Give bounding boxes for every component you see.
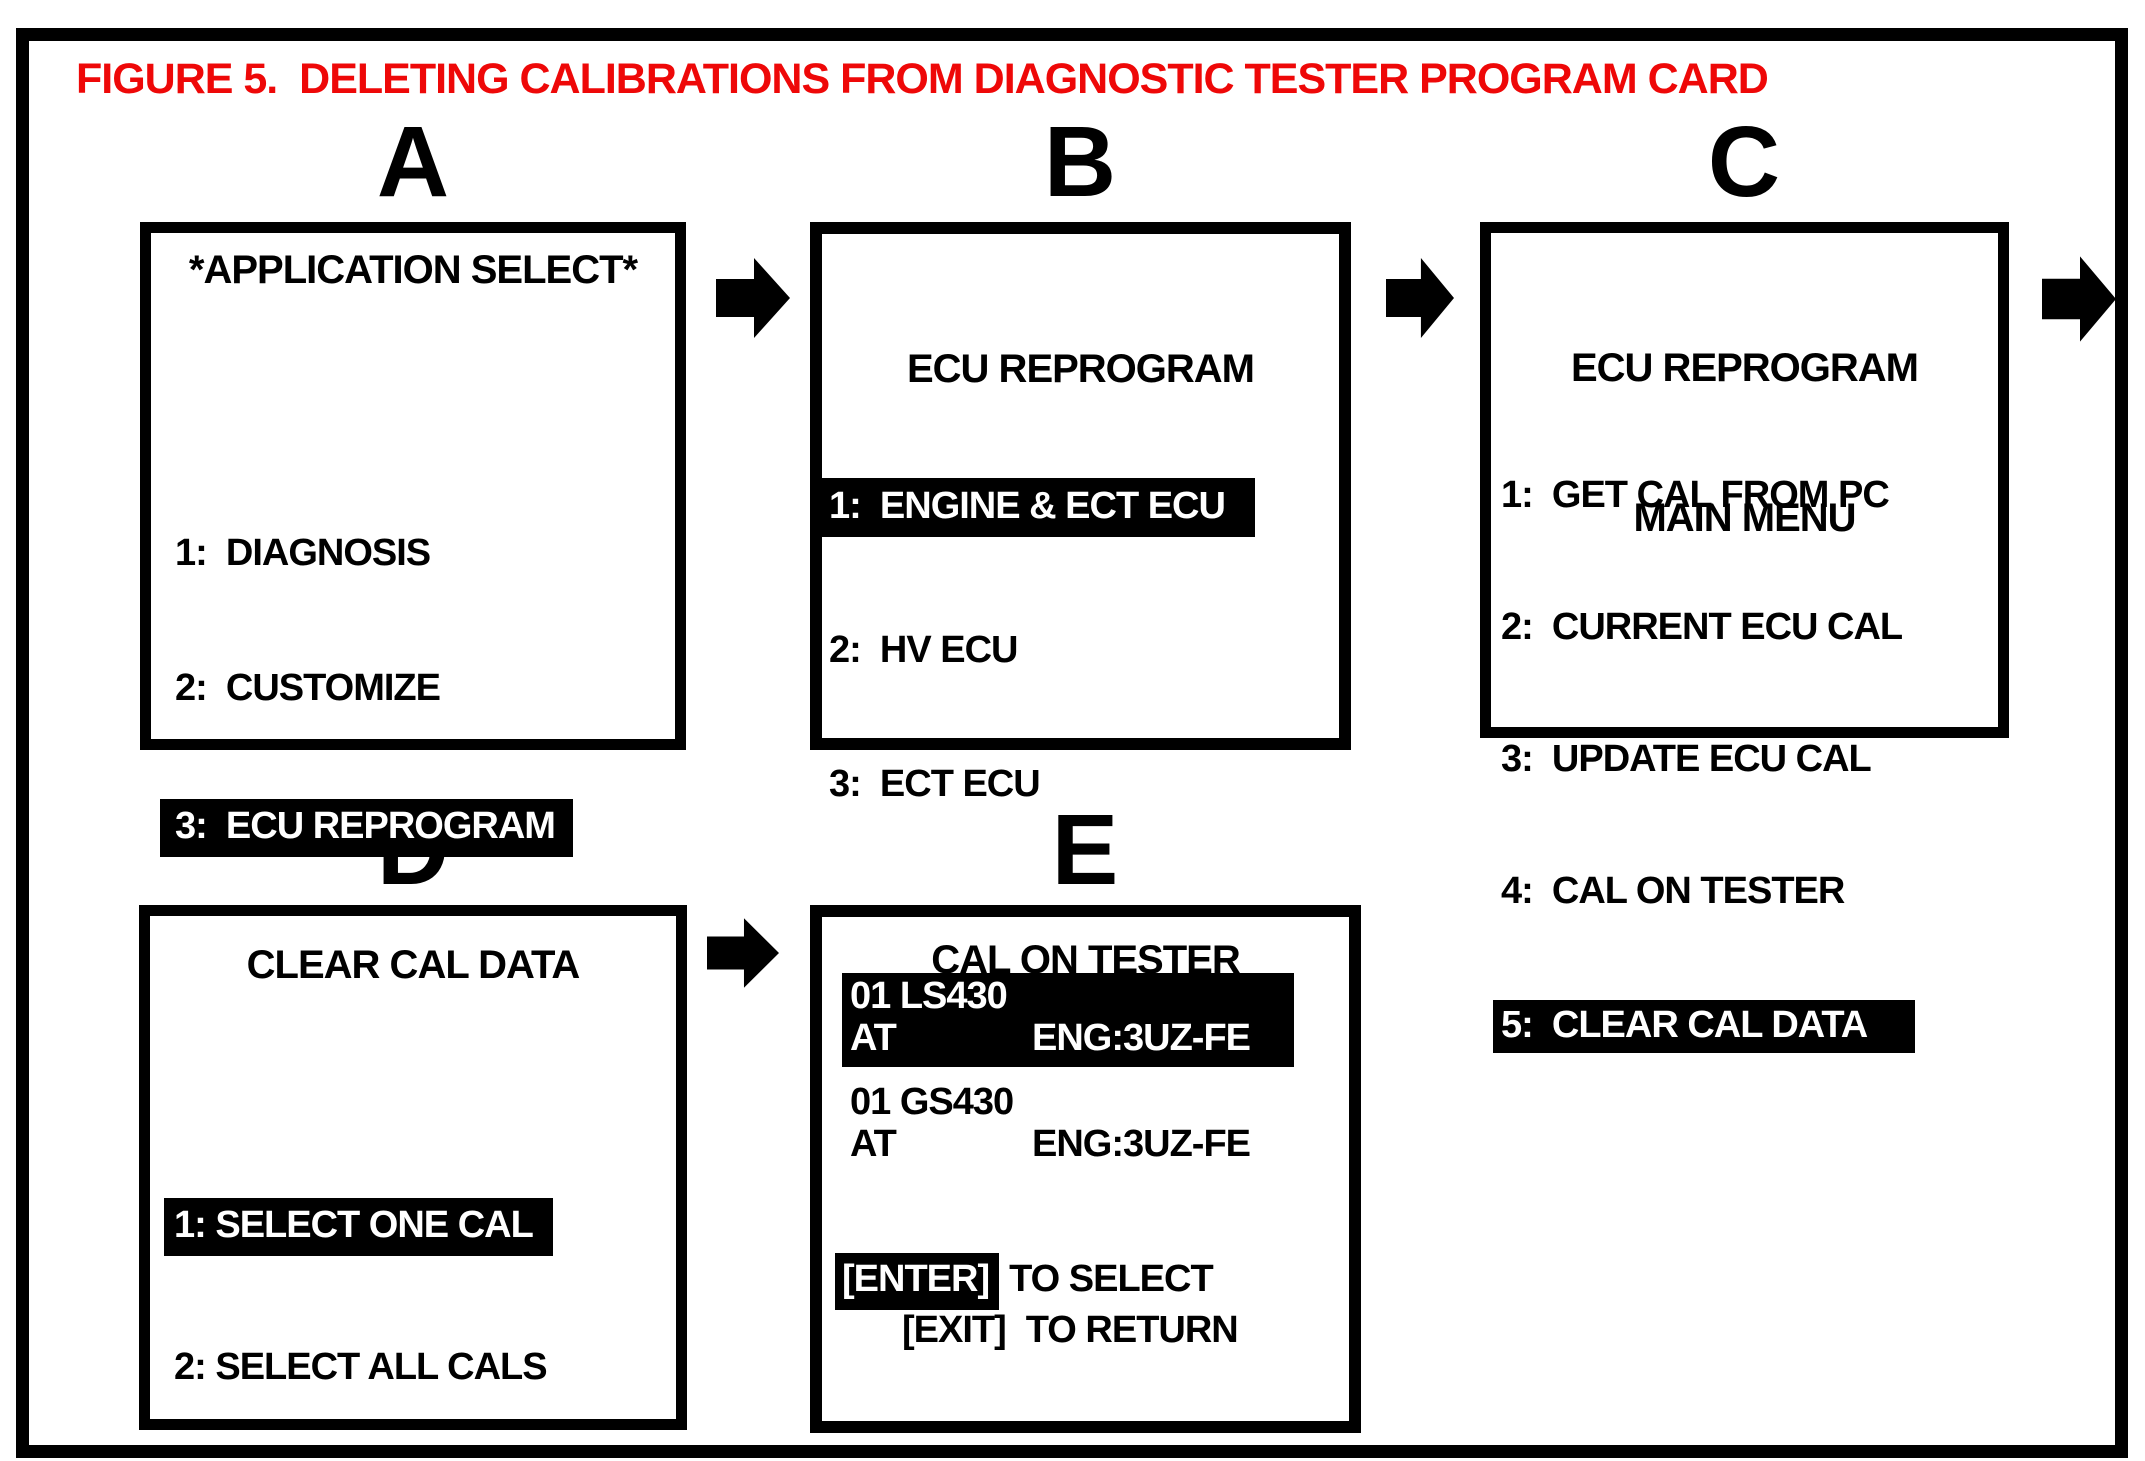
menu-item-ect-ecu: 3: ECT ECU <box>829 763 1041 805</box>
menu-item-diagnosis: 1: DIAGNOSIS <box>175 532 431 574</box>
arrow-b-to-c-icon <box>1386 252 1454 344</box>
screen-ecu-reprogram-menu: ECU REPROGRAM MENU 1: ENGINE & ECT ECU 2… <box>810 222 1351 805</box>
menu-item-cal-on-tester: 4: CAL ON TESTER <box>1501 870 1845 912</box>
footer-enter-hint: [ENTER]TO SELECT <box>835 1253 1238 1310</box>
cal-entry-gs430: 01 GS430 AT ENG:3UZ-FE <box>842 1079 1294 1173</box>
arrow-d-to-e-icon <box>707 913 779 993</box>
screen-d-title: CLEAR CAL DATA <box>246 943 581 987</box>
cal-entry-transmission: AT <box>850 1123 897 1165</box>
menu-item-select-all-cals: 2: SELECT ALL CALS <box>174 1346 548 1388</box>
arrow-a-to-b-icon <box>716 252 790 344</box>
screen-c-title: ECU REPROGRAM MAIN MENU <box>1491 243 1998 643</box>
exit-key-label: [EXIT] <box>902 1309 1007 1351</box>
menu-item-ecu-reprogram: 3: ECU REPROGRAM <box>160 799 573 857</box>
screen-d-menu: 1: SELECT ONE CAL 2: SELECT ALL CALS <box>164 1112 567 1461</box>
screen-c-menu: 1: GET CAL FROM PC 2: CURRENT ECU CAL 3:… <box>1493 386 1950 1139</box>
menu-item-get-cal-from-pc: 1: GET CAL FROM PC <box>1501 474 1890 516</box>
figure-caption: FIGURE 5. DELETING CALIBRATIONS FROM DIA… <box>76 55 1769 103</box>
menu-item-engine-ect-ecu: 1: ENGINE & ECT ECU <box>822 478 1255 540</box>
figure-border <box>16 28 2128 1458</box>
screen-application-select: *APPLICATION SELECT* 1: DIAGNOSIS 2: CUS… <box>140 222 686 857</box>
screen-e-footer: [ENTER]TO SELECT [EXIT]TO RETURN <box>835 1253 1239 1361</box>
screen-clear-cal-data: CLEAR CAL DATA 1: SELECT ONE CAL 2: SELE… <box>139 905 687 1430</box>
screen-b-title-line1: ECU REPROGRAM <box>906 347 1255 391</box>
cal-entry-ls430: 01 LS430 AT ENG:3UZ-FE <box>842 973 1294 1067</box>
cal-entry-transmission: AT <box>850 1017 897 1059</box>
screen-a-menu: 1: DIAGNOSIS 2: CUSTOMIZE 3: ECU REPROGR… <box>160 443 573 943</box>
cal-entry-model: 01 LS430 <box>850 975 1008 1017</box>
screen-c-title-line1: ECU REPROGRAM <box>1570 346 1919 390</box>
menu-item-customize: 2: CUSTOMIZE <box>175 667 441 709</box>
cal-entry-engine: ENG:3UZ-FE <box>1032 1123 1251 1165</box>
menu-item-update-ecu-cal: 3: UPDATE ECU CAL <box>1501 738 1872 780</box>
menu-item-clear-cal-data: 5: CLEAR CAL DATA <box>1493 1000 1950 1053</box>
step-label-e: E <box>1051 794 1119 906</box>
step-label-a: A <box>376 106 450 218</box>
menu-item-hv-ecu: 2: HV ECU <box>829 629 1018 671</box>
cal-list: 01 LS430 AT ENG:3UZ-FE 01 GS430 AT ENG:3… <box>842 973 1294 1173</box>
cal-entry-engine: ENG:3UZ-FE <box>1032 1017 1251 1059</box>
menu-item-current-ecu-cal: 2: CURRENT ECU CAL <box>1501 606 1903 648</box>
step-label-b: B <box>1043 106 1117 218</box>
screen-ecu-reprogram-main-menu: ECU REPROGRAM MAIN MENU 1: GET CAL FROM … <box>1480 222 2009 1053</box>
enter-key-label: [ENTER] <box>835 1253 1000 1310</box>
screen-b-menu: 1: ENGINE & ECT ECU 2: HV ECU 3: ECT ECU <box>822 392 1255 894</box>
screen-cal-on-tester: CAL ON TESTER 01 LS430 AT ENG:3UZ-FE 01 … <box>810 905 1361 1433</box>
footer-exit-hint: [EXIT]TO RETURN <box>895 1304 1239 1361</box>
screen-c-title-line2: MAIN MENU <box>1633 496 1856 540</box>
menu-item-select-one-cal: 1: SELECT ONE CAL <box>164 1198 567 1256</box>
step-label-c: C <box>1707 106 1781 218</box>
screen-a-title: *APPLICATION SELECT* <box>188 248 638 292</box>
arrow-c-to-next-icon <box>2042 250 2116 348</box>
cal-entry-model: 01 GS430 <box>850 1081 1014 1123</box>
